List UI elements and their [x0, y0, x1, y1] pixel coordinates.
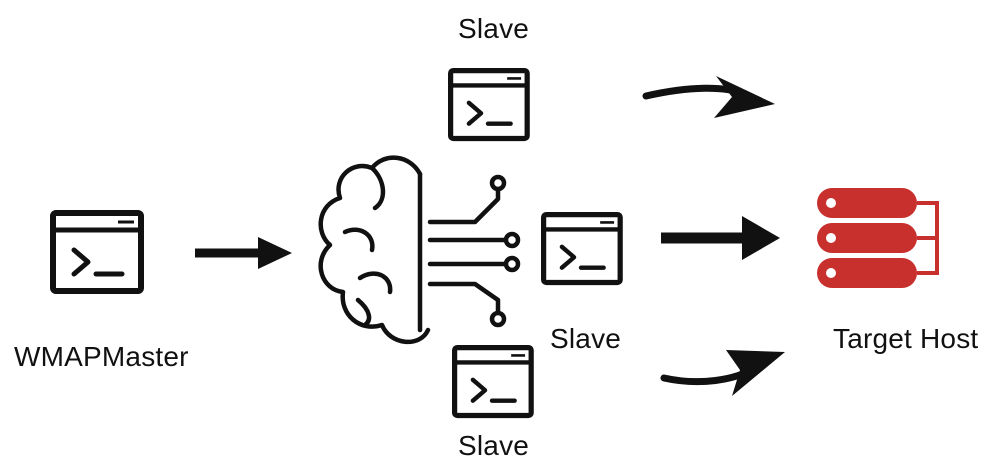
master-to-hub-arrow-icon: [195, 237, 292, 269]
slave-top-arrow-icon: [642, 76, 775, 118]
slave-mid-arrow-icon: [661, 216, 780, 260]
master-label: WMAPMaster: [14, 341, 189, 372]
master-terminal-icon: [53, 213, 141, 291]
slave-mid-terminal-icon: [544, 215, 621, 283]
slave-top-terminal-icon: [451, 71, 528, 139]
slave-bottom-arrow-icon: [660, 350, 785, 396]
slave-top-label: Slave: [458, 13, 530, 44]
brain-circuit-icon: [318, 155, 521, 345]
slave-bottom-terminal-icon: [455, 348, 532, 416]
slave-bottom-label: Slave: [458, 430, 530, 461]
target-host-label: Target Host: [833, 323, 979, 354]
slave-mid-label: Slave: [550, 323, 622, 354]
server-stack-icon: [817, 188, 939, 288]
